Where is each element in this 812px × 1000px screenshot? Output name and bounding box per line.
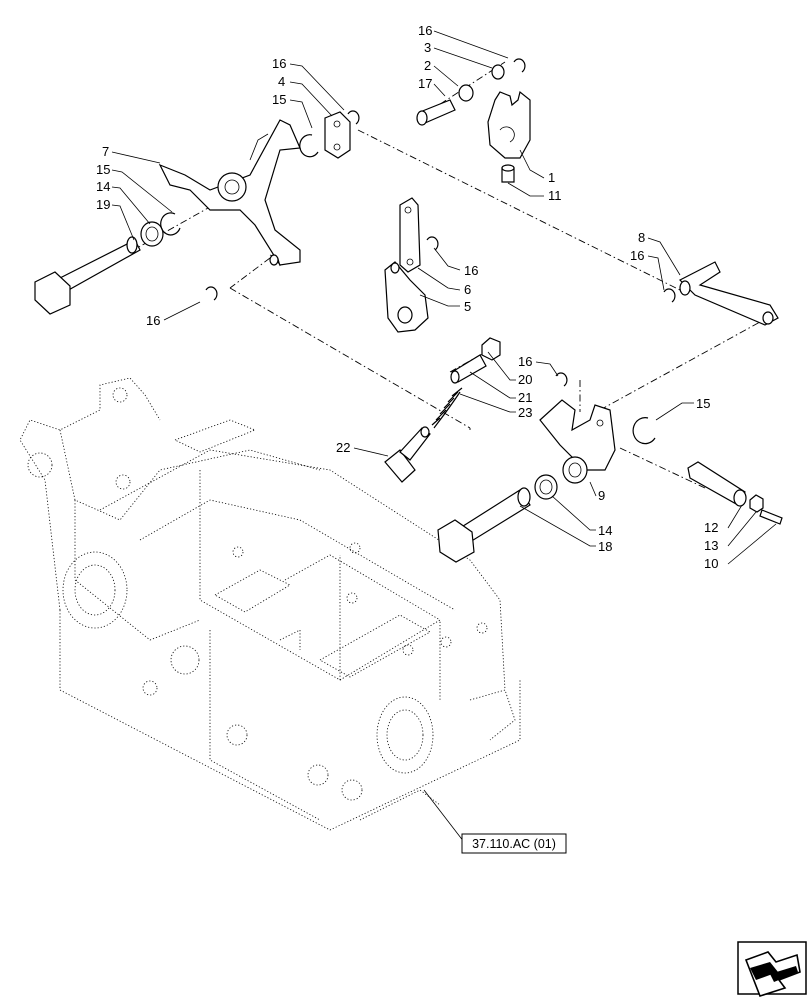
nut-13 <box>749 494 764 513</box>
circlip-15c <box>632 417 656 445</box>
bush-3 <box>491 64 505 80</box>
callout-17: 17 <box>418 76 432 91</box>
callout-16: 16 <box>272 56 286 71</box>
callout-21: 21 <box>518 390 532 405</box>
callout-5: 5 <box>464 299 471 314</box>
callout-16: 16 <box>418 23 432 38</box>
callout-22: 22 <box>336 440 350 455</box>
link-6 <box>399 197 421 273</box>
callout-7: 7 <box>102 144 109 159</box>
pin-21 <box>450 354 487 384</box>
callout-18: 18 <box>598 539 612 554</box>
callout-15: 15 <box>96 162 110 177</box>
stud-10 <box>759 509 783 525</box>
spring-23 <box>431 387 463 429</box>
bracket-5 <box>384 261 429 333</box>
lever-7 <box>158 119 301 267</box>
callout-15: 15 <box>696 396 710 411</box>
callout-15: 15 <box>272 92 286 107</box>
callout-14: 14 <box>96 179 110 194</box>
callout-23: 23 <box>518 405 532 420</box>
callout-labels: 16 3 2 17 1 11 16 4 15 7 15 14 19 16 16 … <box>96 23 718 571</box>
reference-code[interactable]: 37.110.AC (01) <box>472 837 556 851</box>
reference-box[interactable]: 37.110.AC (01) <box>461 833 567 854</box>
callout-10: 10 <box>704 556 718 571</box>
callout-11: 11 <box>548 188 562 203</box>
clip-16f <box>555 372 568 387</box>
plate-4 <box>324 111 351 159</box>
clip-16a <box>513 58 526 73</box>
callout-16: 16 <box>146 313 160 328</box>
clip-16b <box>347 110 360 125</box>
washer-14a <box>140 221 164 247</box>
callout-19: 19 <box>96 197 110 212</box>
callout-9: 9 <box>598 488 605 503</box>
callout-13: 13 <box>704 538 718 553</box>
circlip-15a <box>299 134 319 158</box>
nut-20 <box>481 337 501 361</box>
callout-12: 12 <box>704 520 718 535</box>
alignment-lines <box>129 61 761 489</box>
leader-lines <box>111 30 777 843</box>
clip-16e <box>663 288 676 303</box>
next-page-arrow-icon[interactable] <box>737 941 807 997</box>
bush-2 <box>458 84 474 102</box>
callout-14: 14 <box>598 523 612 538</box>
bolt-18 <box>437 487 531 563</box>
pin-17 <box>416 99 456 126</box>
washer-14b <box>534 474 558 500</box>
arm-8 <box>678 261 779 326</box>
callout-4: 4 <box>278 74 285 89</box>
lever-9 <box>539 399 616 484</box>
sleeve-12 <box>687 461 747 507</box>
bolt-19 <box>34 236 141 315</box>
callout-6: 6 <box>464 282 471 297</box>
callout-16: 16 <box>464 263 478 278</box>
callout-2: 2 <box>424 58 431 73</box>
callout-1: 1 <box>548 170 555 185</box>
clip-16d <box>426 236 439 251</box>
circlip-15b <box>160 212 181 236</box>
lift-housing <box>19 377 521 831</box>
rod-22 <box>384 426 431 483</box>
clip-16c <box>205 286 218 301</box>
fork-1 <box>487 90 531 159</box>
callout-20: 20 <box>518 372 532 387</box>
callout-3: 3 <box>424 40 431 55</box>
callout-16: 16 <box>630 248 644 263</box>
nut-11 <box>501 164 515 183</box>
callout-16: 16 <box>518 354 532 369</box>
callout-8: 8 <box>638 230 645 245</box>
